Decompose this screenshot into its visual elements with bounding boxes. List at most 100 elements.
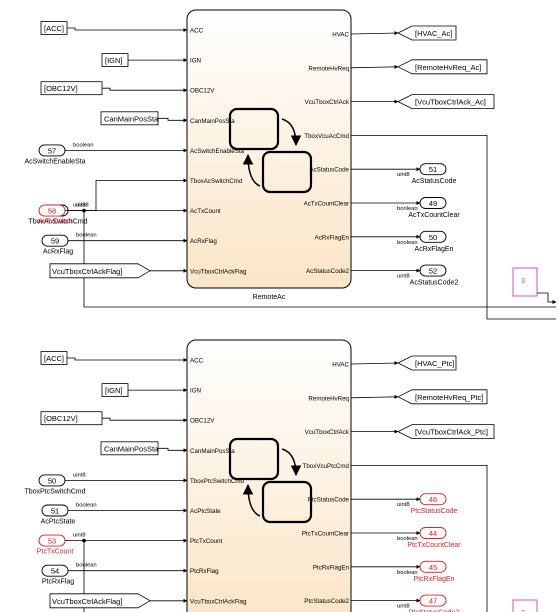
port-number: 53 (48, 537, 56, 546)
signal-type-label: boolean (397, 206, 418, 212)
goto-tag[interactable]: [RemoteHvReq_Ac] (397, 59, 488, 75)
port-number: 47 (429, 597, 437, 606)
inport-red[interactable]: 53 (38, 534, 66, 547)
from-tag-label: VcuTboxCtrlAckFlag] (52, 597, 122, 606)
block-name: RemoteAc (253, 294, 286, 301)
outport-name: AcRxFlagEn (415, 246, 454, 253)
long-signal-line (351, 465, 488, 612)
signal-type-label: uint8 (397, 502, 410, 508)
port-number: 51 (51, 507, 59, 516)
output-port-label: PtcStatusCode (308, 497, 350, 504)
goto-tag[interactable]: [RemoteHvReq_Ptc] (397, 389, 488, 405)
outport[interactable]: 52 (419, 264, 447, 277)
signal-line (158, 447, 188, 453)
goto-tag[interactable]: [HVAC_Ptc] (397, 355, 457, 371)
from-tag-label: [IGN] (105, 56, 123, 65)
input-port-label: TboxAcSwitchCmd (190, 178, 243, 185)
output-port-label: AcTxCountClear (304, 201, 349, 208)
goto-tag-label: [RemoteHvReq_Ac] (415, 63, 481, 72)
input-port-label: OBC12V (190, 88, 215, 95)
input-port-label: CanMainPosSta (190, 448, 235, 455)
outport[interactable]: 51 (419, 163, 447, 176)
subsystem-ref-box (512, 267, 538, 297)
output-port-label: PtcTxCountClear (302, 531, 349, 538)
state-box (261, 480, 313, 524)
from-tag[interactable]: [IGN] (101, 383, 129, 398)
inport-name: AcSwitchEnableSta (24, 158, 85, 165)
input-port-label: AcTxCount (190, 208, 221, 215)
input-port-label: IGN (190, 388, 201, 395)
signal-type-label: boolean (397, 536, 418, 542)
signal-type-label: boolean (76, 233, 97, 239)
from-tag[interactable]: [ACC] (40, 351, 68, 365)
signal-type-label: uint8 (73, 472, 86, 478)
outport-name: AcStatusCode2 (410, 280, 459, 287)
port-number: 50 (429, 233, 437, 242)
outport-red[interactable]: 45 (419, 560, 447, 573)
inport[interactable]: 54 (41, 564, 69, 577)
signal-type-label: boolean (397, 240, 418, 246)
port-number: 54 (51, 567, 59, 576)
signal-type-label: uint8 (76, 203, 89, 209)
goto-tag[interactable]: [HVAC_Ac] (397, 25, 457, 41)
branch-line (83, 540, 85, 612)
from-tag[interactable]: [ACC] (40, 21, 68, 35)
signal-line (350, 361, 399, 366)
outport[interactable]: 49 (419, 197, 447, 209)
outport-name: PtcStatusCode2 (409, 610, 460, 612)
input-port-label: CanMainPosSta (190, 118, 235, 125)
outport-red[interactable]: 47 (419, 594, 447, 607)
inport-red[interactable]: 58 (38, 204, 66, 217)
signal-type-label: uint8 (397, 604, 410, 610)
goto-tag[interactable]: [VcuTboxCtrlAck_Ac] (397, 94, 495, 109)
output-port-label: TboxVcuAcCmd (304, 133, 349, 140)
port-number: 44 (429, 529, 437, 538)
subsystem-remoteptc: ACCIGNOBC12VCanMainPosStaTboxPtcSwitchCm… (24, 339, 538, 612)
subsystem-ref-number: 3 (521, 278, 525, 285)
signal-line (350, 64, 399, 69)
outport-red[interactable]: 46 (419, 493, 447, 506)
subsystem-ref-block[interactable]: 3 (512, 599, 538, 612)
outport[interactable]: 50 (419, 230, 447, 243)
input-port-label: VcuTboxCtrlAckFlag (190, 268, 247, 275)
signal-line (158, 117, 188, 123)
from-tag[interactable]: [OBC12V] (40, 81, 103, 96)
from-tag[interactable]: VcuTboxCtrlAckFlag] (49, 263, 151, 279)
branch-point (82, 208, 86, 213)
inport-name: PtcRxFlag (42, 579, 74, 586)
signal-type-label: uint8 (397, 274, 410, 280)
goto-tag-box (397, 94, 495, 109)
input-port-label: AcSwitchEnableSta (190, 148, 245, 155)
goto-tag-box (397, 389, 488, 405)
outport-red[interactable]: 44 (419, 527, 447, 539)
transition-arrow (242, 483, 261, 517)
from-tag[interactable]: [OBC12V] (40, 411, 103, 426)
outport-name: PtcRxFlagEn (414, 576, 455, 583)
output-port-label: HVAC (332, 32, 349, 39)
goto-tag-label: [VcuTboxCtrlAck_Ac] (415, 98, 486, 107)
outport-name: AcTxCountClear (408, 212, 460, 219)
from-tag[interactable]: [IGN] (101, 53, 129, 67)
input-port-label: PtcTxCount (190, 538, 223, 545)
from-tag-label: [ACC] (44, 24, 64, 33)
subsystem-ref-block[interactable]: 3 (512, 267, 538, 297)
from-tag[interactable]: VcuTboxCtrlAckFlag] (49, 593, 151, 609)
long-signal-line (351, 135, 556, 320)
inport[interactable]: 51 (41, 504, 69, 517)
state-box (261, 150, 313, 194)
signal-line (537, 292, 557, 304)
from-tag[interactable]: CanMainPosSta (100, 441, 159, 456)
from-tag[interactable]: CanMainPosSta (100, 111, 159, 126)
output-port-label: RemoteHvReq (308, 395, 349, 402)
inport[interactable]: 57 (38, 144, 66, 157)
inport-name: AcRxFlag (43, 249, 73, 256)
inport[interactable]: 50 (38, 474, 66, 487)
inport[interactable]: 59 (41, 234, 69, 247)
goto-tag[interactable]: [VcuTboxCtrlAck_Ptc] (397, 424, 495, 439)
goto-tag-label: [HVAC_Ptc] (415, 359, 454, 368)
signal-type-label: uint8 (73, 203, 86, 209)
goto-tag-box (397, 59, 488, 75)
input-port-label: PtcRxFlag (190, 568, 219, 575)
